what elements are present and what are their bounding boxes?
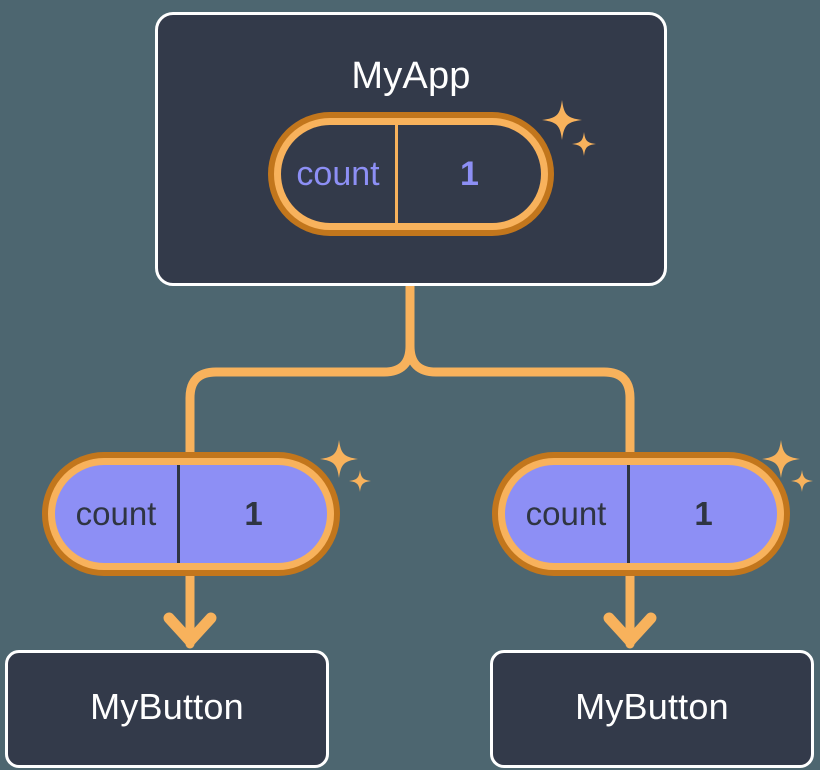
state-pill-left-value: 1 [177,465,327,563]
connector-myapp-to-branches [185,281,415,467]
mybutton-card-left-title: MyButton [90,686,244,727]
state-pill-myapp-value: 1 [395,125,541,223]
sparkle-large-icon [320,440,358,478]
mybutton-card-right-title: MyButton [575,686,729,727]
arrow-head-right-icon [603,612,657,647]
state-pill-left[interactable]: count 1 [42,452,340,576]
connector-myapp-to-branch-right [405,341,635,467]
state-pill-left-key: count [75,495,157,532]
sparkle-small-icon [791,470,813,492]
state-pill-right-key: count [525,495,607,532]
state-pill-myapp-inner: count 1 [274,118,548,230]
state-pill-left-inner: count 1 [48,458,334,570]
state-pill-right-value: 1 [627,465,777,563]
state-pill-myapp-key: count [296,154,380,193]
arrow-head-left-icon [163,612,217,647]
myapp-card-title: MyApp [351,55,471,97]
state-pill-right[interactable]: count 1 [492,452,790,576]
state-pill-myapp[interactable]: count 1 [268,112,554,236]
state-pill-right-inner: count 1 [498,458,784,570]
mybutton-card-left[interactable]: MyButton [5,650,329,768]
sparkle-small-icon [349,470,371,492]
mybutton-card-right[interactable]: MyButton [490,650,814,768]
